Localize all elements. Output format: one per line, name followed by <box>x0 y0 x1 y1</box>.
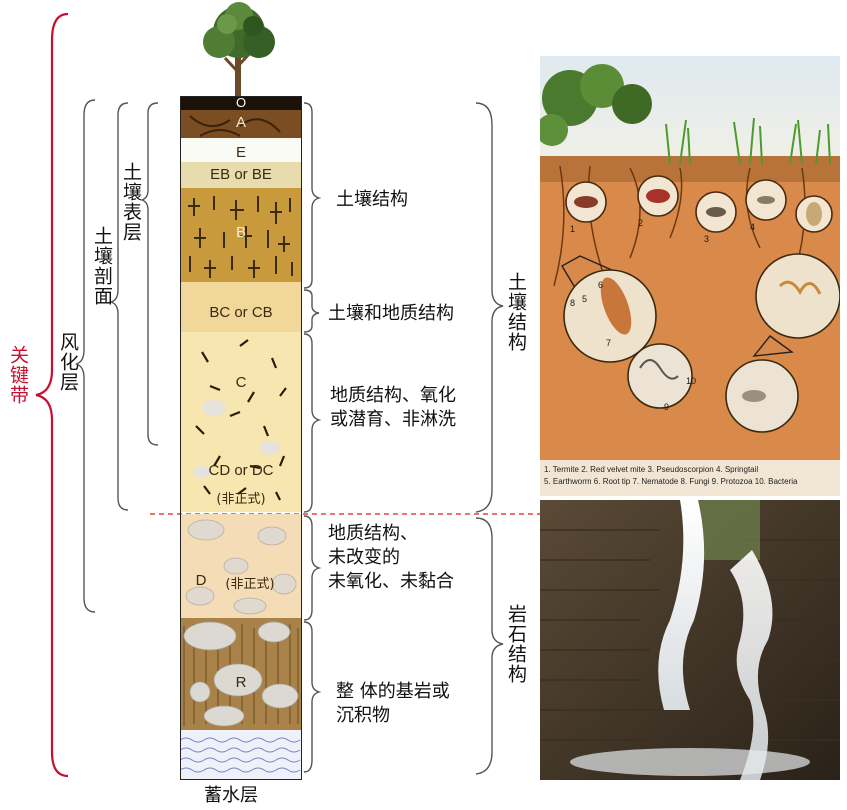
rock-structure-vertical-label: 岩石结构 <box>505 604 527 684</box>
soil-life-illustration: 1 2 3 4 5 6 7 8 9 10 <box>540 56 840 496</box>
callout-2: 2 <box>638 218 643 228</box>
aquifer-label: 蓄水层 <box>204 785 258 806</box>
desc-soil-geo-structure: 土壤和地质结构 <box>328 303 454 324</box>
horizon-c-label: C <box>235 374 247 391</box>
soil-life-legend: 1. Termite 2. Red velvet mite 3. Pseudos… <box>544 464 840 488</box>
desc-geo-unaltered-line1: 地质结构、 <box>328 523 418 544</box>
weathered-layer-label: 风化层 <box>57 332 79 392</box>
desc-soil-structure: 土壤结构 <box>336 189 408 210</box>
callout-10: 10 <box>686 376 696 386</box>
horizon-e-label: E <box>235 144 246 161</box>
desc-geo-oxidation: 地质结构、氧化 或潜育、非淋洗 <box>330 384 456 432</box>
horizon-a-label: A <box>235 114 246 131</box>
critical-zone-label: 关键带 <box>7 345 29 405</box>
legend-line-2: 5. Earthworm 6. Root tip 7. Nematode 8. … <box>544 477 798 486</box>
topsoil-label: 土壤表层 <box>120 162 142 242</box>
callout-6: 6 <box>598 280 603 290</box>
callout-7: 7 <box>606 338 611 348</box>
soil-column <box>180 96 302 780</box>
legend-line-1: 1. Termite 2. Red velvet mite 3. Pseudos… <box>544 465 759 474</box>
horizon-r-label: R <box>235 674 247 691</box>
tree-illustration <box>203 2 275 98</box>
waterfall-photo <box>540 500 840 780</box>
horizon-cd-note: (非正式) <box>216 492 266 507</box>
desc-geo-unaltered-line3: 未氧化、未黏合 <box>328 571 454 592</box>
soil-structure-vertical-label: 土壤结构 <box>505 272 527 352</box>
desc-bedrock: 整 体的基岩或 沉积物 <box>336 680 450 728</box>
desc-geo-oxidation-line1: 地质结构、氧化 <box>330 385 456 406</box>
soil-profile-label: 土壤剖面 <box>91 226 113 306</box>
horizon-bc-label: BC or CB <box>209 304 273 321</box>
horizon-d-label: D <box>195 572 207 589</box>
desc-bedrock-line2: 沉积物 <box>336 705 390 726</box>
horizon-b-label: B <box>235 224 246 241</box>
callout-4: 4 <box>750 222 755 232</box>
desc-geo-unaltered: 地质结构、 未改变的 未氧化、未黏合 <box>328 522 454 594</box>
callout-3: 3 <box>704 234 709 244</box>
callout-1: 1 <box>570 224 575 234</box>
callout-9: 9 <box>664 402 669 412</box>
callout-8: 8 <box>570 298 575 308</box>
callout-5: 5 <box>582 294 587 304</box>
desc-bedrock-line1: 整 体的基岩或 <box>336 681 450 702</box>
horizon-cd-label: CD or DC <box>208 462 274 479</box>
horizon-d-note: (非正式) <box>225 577 275 592</box>
desc-geo-unaltered-line2: 未改变的 <box>328 547 400 568</box>
horizon-o-label: O <box>235 95 247 110</box>
horizon-eb-label: EB or BE <box>210 166 272 183</box>
desc-geo-oxidation-line2: 或潜育、非淋洗 <box>330 409 456 430</box>
